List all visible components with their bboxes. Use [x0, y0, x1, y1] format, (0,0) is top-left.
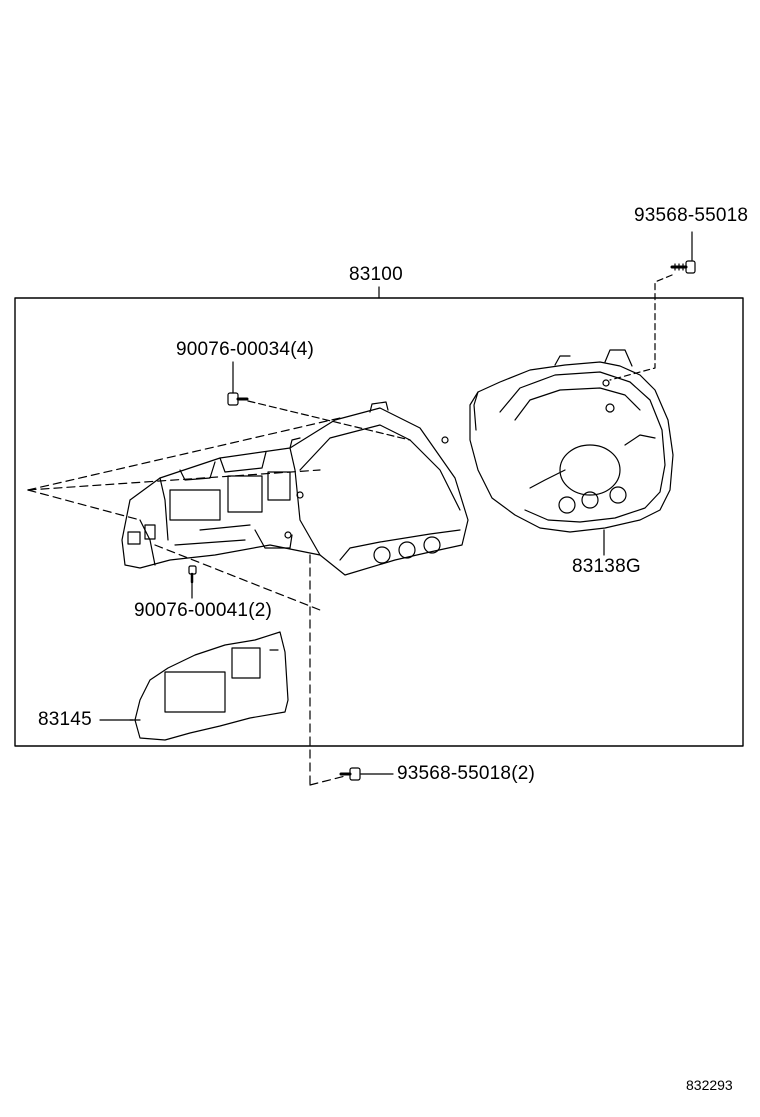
- top-screw-icon: [670, 260, 696, 274]
- label-lower-screw: 90076-00041(2): [134, 600, 273, 621]
- meter-lens: [469, 349, 674, 556]
- diagram-reference: 832293: [686, 1077, 733, 1093]
- meter-body: [121, 401, 469, 576]
- label-bottom-screw: 93568-55018(2): [397, 763, 536, 784]
- upper-screw-icon: [227, 392, 249, 406]
- label-upper-screw: 90076-00034(4): [176, 339, 315, 360]
- bottom-screw-icon: [339, 767, 361, 781]
- label-plate: 83145: [38, 709, 92, 730]
- lower-screw-icon: [188, 565, 197, 584]
- label-lens: 83138G: [572, 556, 641, 577]
- top-screw-dashed: [609, 274, 673, 381]
- circuit-plate: [129, 631, 289, 741]
- label-top-screw: 93568-55018: [634, 205, 749, 226]
- alignment-dashes: [27, 417, 346, 786]
- upper-screw-dashed: [247, 400, 411, 441]
- label-83100: 83100: [349, 264, 403, 285]
